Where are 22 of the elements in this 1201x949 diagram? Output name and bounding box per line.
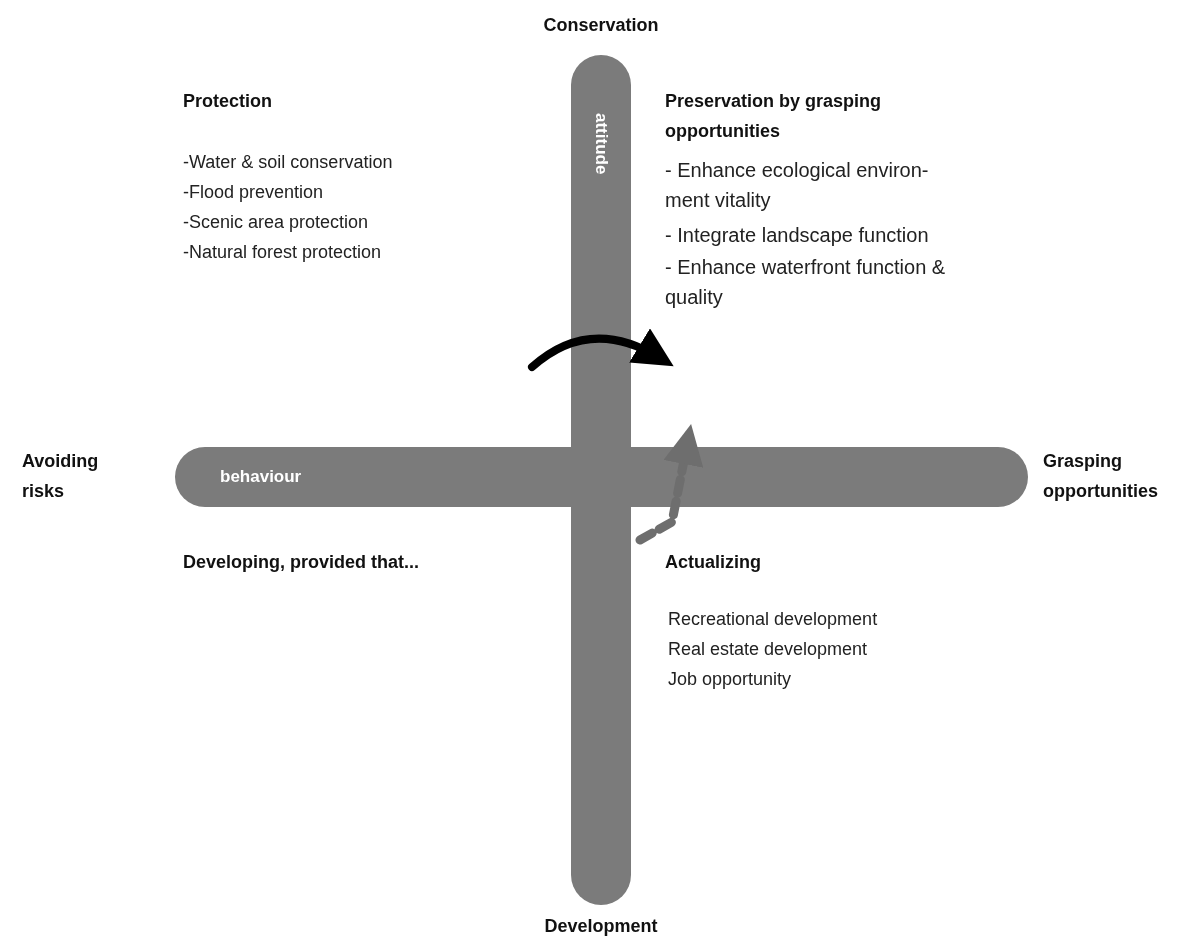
axis-label: attitude — [591, 113, 611, 175]
heading-text: Developing, provided that... — [183, 551, 421, 574]
body-text: - Enhance waterfront function & quality — [665, 255, 947, 310]
heading-text: Conservation — [542, 14, 660, 37]
body-text: -Water & soil conservation — [183, 151, 394, 174]
heading-text: Preservation by grasping opportunities — [665, 90, 883, 143]
body-text: -Scenic area protection — [183, 211, 370, 234]
body-text: Recreational development — [668, 608, 879, 631]
body-text: -Flood prevention — [183, 181, 325, 204]
horizontal-axis-bar — [175, 447, 1028, 507]
heading-text: Actualizing — [665, 551, 762, 574]
heading-text: Grasping opportunities — [1043, 450, 1159, 503]
vertical-axis-bar — [571, 55, 631, 905]
heading-text: Protection — [183, 90, 273, 113]
body-text: - Integrate landscape function — [665, 223, 930, 248]
body-text: Real estate development — [668, 638, 869, 661]
axis-label: behaviour — [220, 467, 302, 487]
heading-text: Avoiding risks — [22, 450, 100, 503]
body-text: Job opportunity — [668, 668, 793, 691]
body-text: - Enhance ecological environ- ment vitality — [665, 158, 930, 213]
body-text: -Natural forest protection — [183, 241, 383, 264]
heading-text: Development — [543, 915, 659, 938]
